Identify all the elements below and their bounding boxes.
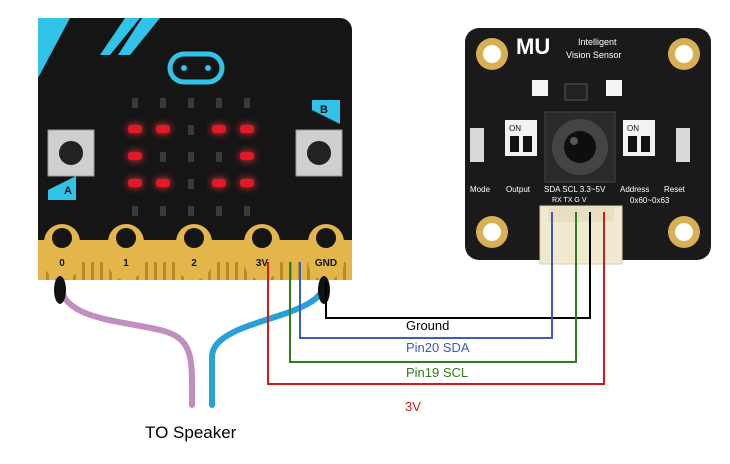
sensor-address-value: 0x60~0x63 [630,196,670,205]
power-wire [267,212,605,385]
pin-label: 2 [191,258,197,269]
led [188,152,194,162]
connector-tooth [343,262,346,280]
led [160,152,166,162]
pin-1[interactable]: 1 [108,224,144,280]
power-label: 3V [405,399,421,414]
button-a-label: A [64,185,72,197]
pin-gnd[interactable]: GND [308,224,344,280]
sensor-title-2: Vision Sensor [566,50,621,60]
connector-tooth [145,262,148,280]
speaker-wire-purple [56,277,196,408]
connector-tooth [217,262,220,280]
led [188,98,194,108]
sensor-pin-header: SDA SCL 3.3~5V [544,185,606,194]
connector-tooth [154,262,157,280]
led [216,98,222,108]
led [216,152,222,162]
led [188,206,194,216]
microbit-board: A B 0 1 2 3V GND [38,18,352,280]
led-1 [532,80,548,96]
led [240,125,254,133]
led [216,206,222,216]
led [128,152,142,160]
led [132,206,138,216]
led [160,206,166,216]
scl-wire [289,212,577,363]
ground-label: Ground [406,318,449,333]
led [212,179,226,187]
speaker-label: TO Speaker [145,423,237,442]
vision-sensor: MU Intelligent Vision Sensor ON ON [465,28,711,265]
mode-dip-switch[interactable]: ON [505,120,537,156]
pin-label: 1 [123,258,129,269]
alligator-clip-gnd [318,276,330,304]
sensor-label-reset: Reset [664,185,686,194]
led [188,179,194,189]
button-a[interactable]: A [47,129,95,200]
sensor-label-mode: Mode [470,185,491,194]
connector-tooth [226,262,229,280]
microbit-logo [167,51,225,85]
sensor-title-1: Intelligent [578,37,617,47]
speaker-cables [54,276,330,408]
led [128,125,142,133]
button-b[interactable]: B [295,100,343,177]
pin-label: GND [315,258,337,269]
pin-2[interactable]: 2 [176,224,212,280]
switch-on-label-right: ON [627,124,639,133]
led [156,125,170,133]
pin-label: 3V [256,258,269,269]
sensor-label-output: Output [506,185,531,194]
button-b-label: B [320,104,328,116]
reset-button[interactable] [676,128,690,162]
led [156,179,170,187]
mounting-hole [476,38,700,248]
connector-tooth [91,262,94,280]
connector-tooth [307,262,310,280]
led [160,98,166,108]
connector-tooth [82,262,85,280]
connector-tooth [244,262,247,280]
signal-wires [267,212,605,385]
pin-3v[interactable]: 3V [244,224,280,280]
led [244,98,250,108]
connector-tooth [280,262,283,280]
sensor-logo: MU [516,34,550,59]
led [132,98,138,108]
led [128,179,142,187]
led [240,179,254,187]
led [240,152,254,160]
sda-wire [299,212,553,339]
camera-lens [544,111,616,183]
pin-0[interactable]: 0 [44,224,80,280]
ground-wire [325,212,591,319]
connector-tooth [100,262,103,280]
connector-tooth [172,262,175,280]
switch-on-label-left: ON [509,124,521,133]
side-button-left[interactable] [470,128,484,162]
led-matrix [128,98,254,216]
sensor-label-address: Address [620,185,649,194]
led [188,125,194,135]
pin-label: 0 [59,258,65,269]
alligator-clip-0 [54,276,66,304]
led [244,206,250,216]
address-dip-switch[interactable]: ON [623,120,655,156]
sensor-pin-sub: RX TX G V [552,197,587,204]
cyan-stripe [38,18,70,78]
led [212,125,226,133]
sda-label: Pin20 SDA [406,340,470,355]
connector-tooth [163,262,166,280]
connector-tooth [235,262,238,280]
scl-label: Pin19 SCL [406,365,468,380]
led-2 [606,80,622,96]
